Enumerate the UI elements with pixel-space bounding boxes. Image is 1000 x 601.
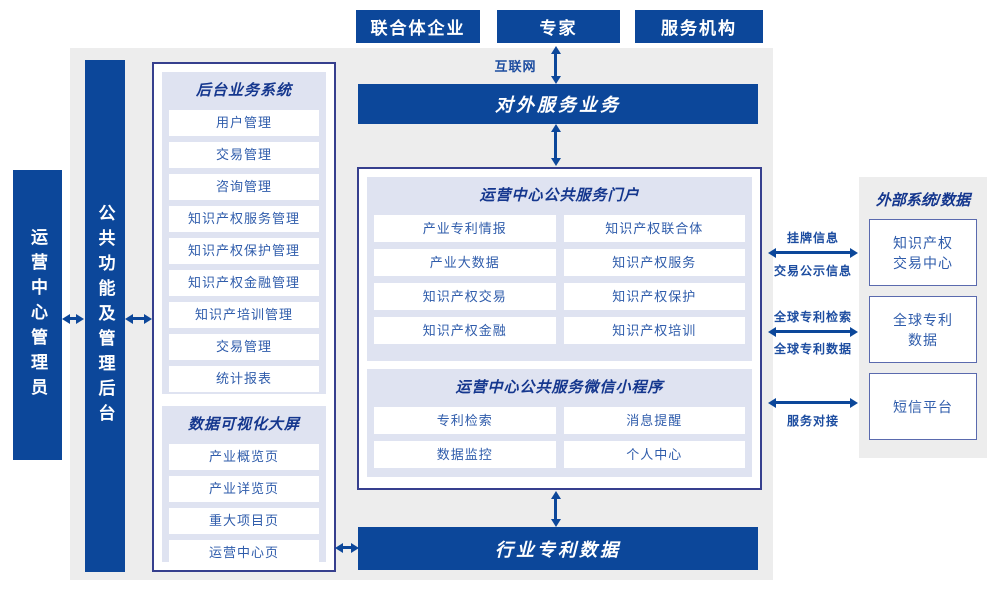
portal-item-industry-bigdata: 产业大数据 <box>374 249 556 276</box>
link-label-listing-info: 挂牌信息 <box>786 231 839 245</box>
arrow-admin-backend-icon <box>70 317 76 320</box>
public-service-portal-panel: 运营中心公共服务门户 产业专利情报 知识产权联合体 产业大数据 知识产权服务 知… <box>367 177 752 361</box>
portal-item-ip-trade: 知识产权交易 <box>374 283 556 310</box>
link-label-global-patent-data: 全球专利数据 <box>773 342 852 356</box>
external-box-line: 数据 <box>908 331 938 348</box>
external-systems-title: 外部系统/数据 <box>875 192 971 209</box>
arrow-external-patent-icon <box>776 330 850 333</box>
backend-item-user-mgmt: 用户管理 <box>169 110 319 136</box>
external-box-line: 全球专利 <box>893 311 953 328</box>
mini-item-patent-search: 专利检索 <box>374 407 556 434</box>
backend-system-title: 后台业务系统 <box>195 82 292 99</box>
backend-item-trade-mgmt: 交易管理 <box>169 142 319 168</box>
portal-item-ip-training: 知识产权培训 <box>563 317 745 344</box>
backend-column-container: 后台业务系统 用户管理 交易管理 咨询管理 知识产权服务管理 知识产权保护管理 … <box>152 62 336 572</box>
external-service-bar: 对外服务业务 <box>358 84 758 124</box>
external-box-sms-platform: 短信平台 <box>869 373 977 440</box>
data-visualization-panel: 数据可视化大屏 产业概览页 产业详览页 重大项目页 运营中心页 <box>162 406 326 562</box>
mini-item-data-monitor: 数据监控 <box>374 441 556 468</box>
backend-item-statistics: 统计报表 <box>169 366 319 392</box>
portal-container: 运营中心公共服务门户 产业专利情报 知识产权联合体 产业大数据 知识产权服务 知… <box>357 167 762 490</box>
external-box-line: 交易中心 <box>893 254 953 271</box>
link-label-service-connect: 服务对接 <box>786 414 839 428</box>
arrow-internet-icon <box>554 54 557 76</box>
backend-item-consult-mgmt: 咨询管理 <box>169 174 319 200</box>
dv-item-operation-center: 运营中心页 <box>169 540 319 562</box>
arrow-external-trade-icon <box>776 251 850 254</box>
arrow-service-to-portal-icon <box>554 132 557 158</box>
external-box-global-patent-data: 全球专利 数据 <box>869 296 977 363</box>
arrow-backend-column-icon <box>133 317 144 320</box>
dv-item-major-projects: 重大项目页 <box>169 508 319 534</box>
entity-box-service-orgs: 服务机构 <box>635 10 763 43</box>
mini-item-message-alert: 消息提醒 <box>563 407 745 434</box>
backend-item-ip-training-mgmt: 知识产培训管理 <box>169 302 319 328</box>
entity-box-experts: 专家 <box>497 10 620 43</box>
miniprogram-panel: 运营中心公共服务微信小程序 专利检索 消息提醒 数据监控 个人中心 <box>367 369 752 477</box>
backend-item-ip-protection-mgmt: 知识产权保护管理 <box>169 238 319 264</box>
entity-box-consortium: 联合体企业 <box>356 10 480 43</box>
miniprogram-title: 运营中心公共服务微信小程序 <box>455 379 664 396</box>
portal-item-ip-service: 知识产权服务 <box>563 249 745 276</box>
backend-item-trade-mgmt-2: 交易管理 <box>169 334 319 360</box>
portal-item-ip-finance: 知识产权金融 <box>374 317 556 344</box>
external-box-line: 知识产权 <box>893 234 953 251</box>
public-function-backend-rail: 公共功能及管理后台 <box>85 60 125 572</box>
portal-item-ip-consortium: 知识产权联合体 <box>563 215 745 242</box>
portal-item-patent-intel: 产业专利情报 <box>374 215 556 242</box>
dv-item-industry-overview: 产业概览页 <box>169 444 319 470</box>
arrow-external-sms-icon <box>776 401 850 404</box>
backend-system-panel: 后台业务系统 用户管理 交易管理 咨询管理 知识产权服务管理 知识产权保护管理 … <box>162 72 326 394</box>
data-visualization-title: 数据可视化大屏 <box>187 416 300 433</box>
arrow-portal-to-industry-icon <box>554 499 557 519</box>
portal-item-ip-protection: 知识产权保护 <box>563 283 745 310</box>
portal-title: 运营中心公共服务门户 <box>479 187 640 204</box>
industry-patent-data-bar: 行业专利数据 <box>358 527 758 570</box>
arrow-column-to-industry-icon <box>343 546 351 549</box>
dv-item-industry-detail: 产业详览页 <box>169 476 319 502</box>
operation-center-admin-rail: 运营中心管理员 <box>13 170 62 460</box>
link-label-global-patent-search: 全球专利检索 <box>773 310 852 324</box>
external-box-line: 短信平台 <box>893 398 953 415</box>
external-box-ip-trade-center: 知识产权 交易中心 <box>869 219 977 286</box>
internet-label: 互联网 <box>494 59 537 74</box>
backend-item-ip-service-mgmt: 知识产权服务管理 <box>169 206 319 232</box>
link-label-trade-publicity: 交易公示信息 <box>773 264 852 278</box>
mini-item-personal-center: 个人中心 <box>563 441 745 468</box>
backend-item-ip-finance-mgmt: 知识产权金融管理 <box>169 270 319 296</box>
